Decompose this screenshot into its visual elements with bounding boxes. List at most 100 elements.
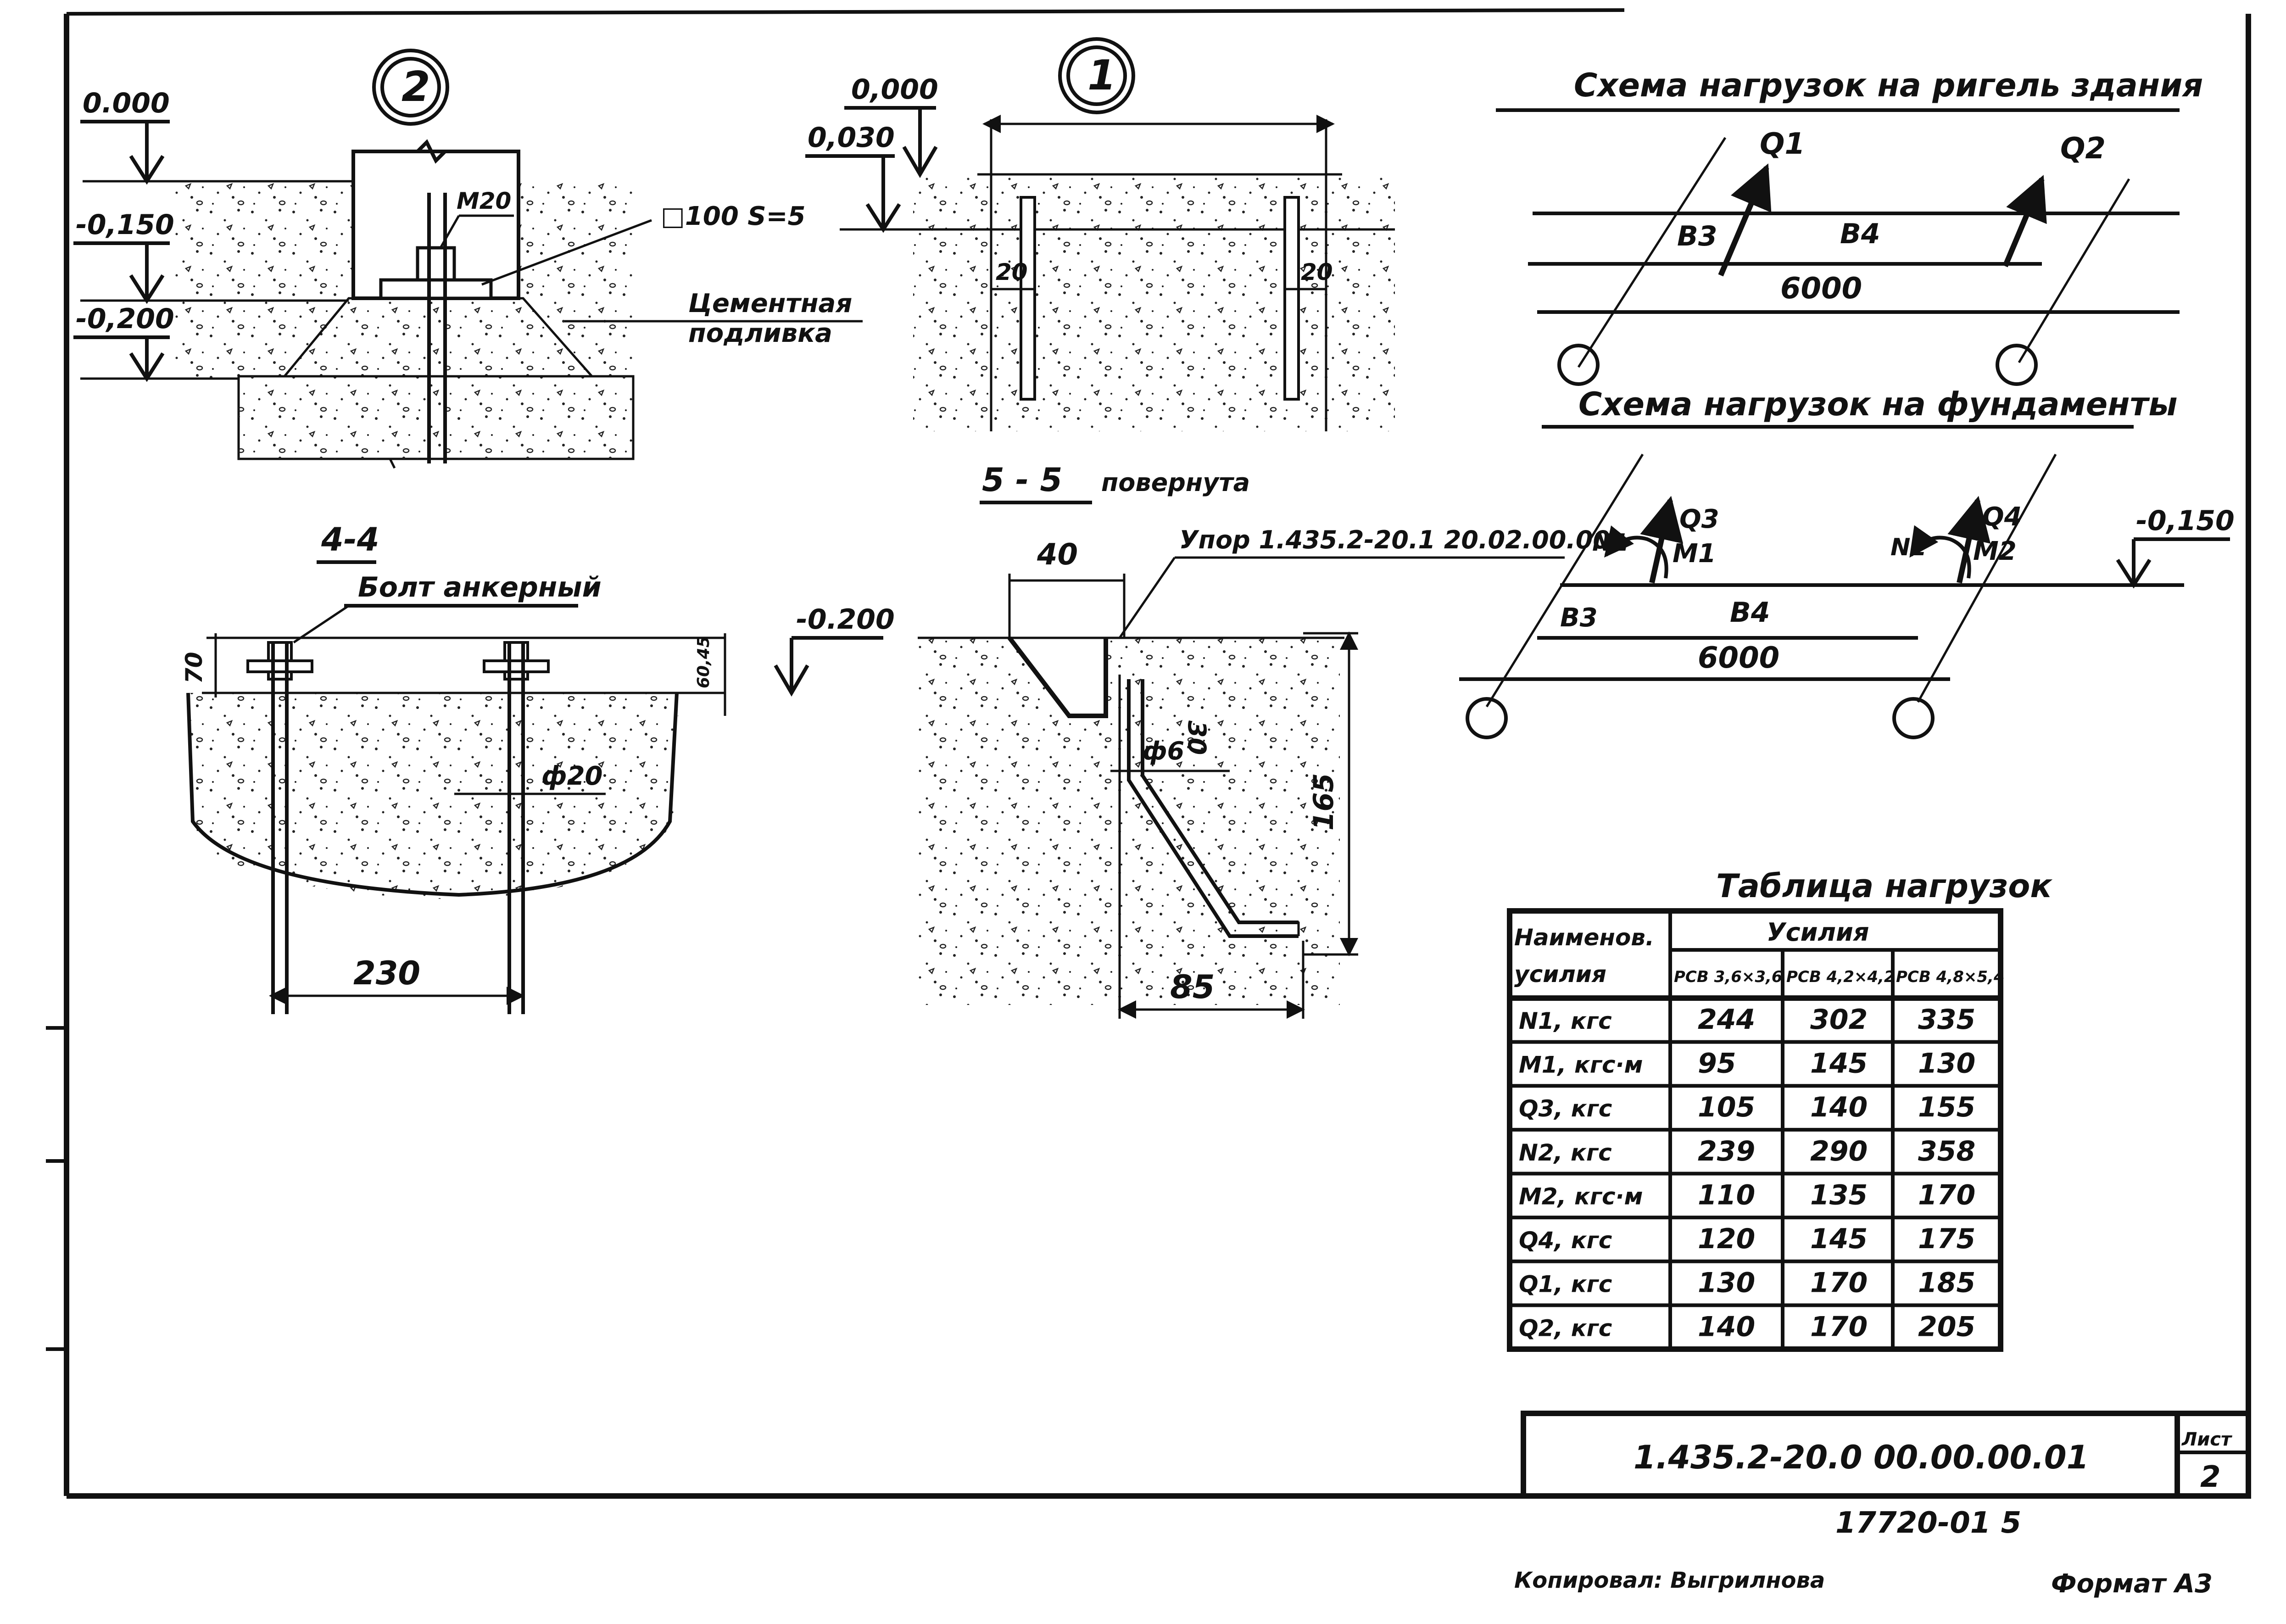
table-row-name: Q2, кгс [1519, 1315, 1612, 1341]
foundation-scheme-n1: N1 [1592, 529, 1629, 557]
section-4-4: 4-4 Болт анкерный 70 60,45 -0.200 ф20 [181, 521, 895, 1014]
section-5-5: 5 - 5 повернута Упор 1.435.2-20.1 20.02.… [918, 461, 1610, 1019]
table-cell: 185 [1918, 1267, 1975, 1299]
beam-scheme-span: 6000 [1780, 272, 1862, 306]
sheet-frame [46, 8, 2251, 1499]
table-row-name: M2, кгс·м [1519, 1183, 1643, 1210]
load-table-title: Таблица нагрузок [1716, 867, 2052, 905]
anchor-bolt-left [246, 641, 313, 1014]
table-cell: 155 [1918, 1091, 1975, 1123]
table-cell: 170 [1810, 1267, 1868, 1299]
detail-2-bolt-label: М20 [457, 188, 511, 214]
section-5-5-stop-ref: Упор 1.435.2-20.1 20.02.00.00 [1179, 525, 1610, 554]
section-5-5-dim-85: 85 [1170, 968, 1215, 1006]
detail-2-plate-label: □100 S=5 [661, 201, 806, 231]
detail-2-grout-label-2: подливка [688, 318, 832, 348]
table-header-col-1: РСВ 3,6×3,6 [1674, 968, 1783, 986]
section-4-4-diameter: ф20 [541, 761, 603, 791]
table-header-col-3: РСВ 4,8×5,4 [1896, 968, 2005, 986]
detail-1: 1 0,000 0,030 20 20 [805, 37, 1395, 431]
table-row-name: M1, кгс·м [1519, 1052, 1643, 1078]
table-header-name-1: Наименов. [1514, 924, 1654, 951]
foundation-scheme-n2: N2 [1890, 534, 1927, 561]
table-row-name: N1, кгс [1519, 1008, 1612, 1034]
table-header-group: Усилия [1767, 918, 1869, 947]
section-4-4-dim-60-45: 60,45 [694, 636, 713, 688]
table-cell: 239 [1698, 1135, 1755, 1167]
title-block-sheet-number: 2 [2200, 1460, 2221, 1494]
table-cell: 302 [1810, 1004, 1868, 1036]
table-cell: 170 [1810, 1311, 1868, 1343]
beam-scheme-q1: Q1 [1760, 127, 1805, 161]
beam-scheme-title: Схема нагрузок на ригель здания [1574, 67, 2203, 104]
table-cell: 244 [1698, 1004, 1755, 1036]
title-block: 1.435.2-20.0 00.00.00.01 Лист 2 [1521, 1411, 2251, 1499]
table-cell: 170 [1918, 1179, 1975, 1211]
detail-1-callout: 1 [1087, 51, 1116, 100]
beam-scheme-b3: B3 [1677, 220, 1717, 252]
table-cell: 335 [1918, 1004, 1975, 1036]
table-cell: 290 [1810, 1135, 1868, 1167]
title-block-sheet-label: Лист [2181, 1429, 2233, 1450]
foundation-scheme-q3: Q3 [1679, 504, 1719, 534]
table-cell: 145 [1810, 1223, 1868, 1255]
detail-1-level-030: 0,030 [808, 122, 895, 154]
table-cell: 130 [1918, 1048, 1975, 1080]
detail-2-callout: 2 [401, 63, 430, 111]
table-cell: 95 [1698, 1048, 1736, 1080]
beam-load-scheme: Схема нагрузок на ригель здания Q1 Q2 B3… [1496, 67, 2203, 386]
section-5-5-dim-165: 165 [1308, 773, 1340, 831]
section-4-4-dim-70: 70 [181, 652, 207, 684]
table-cell: 120 [1698, 1223, 1755, 1255]
table-header-name-2: усилия [1514, 961, 1606, 988]
table-header-col-2: РСВ 4,2×4,2 [1786, 968, 1895, 986]
table-cell: 135 [1810, 1179, 1868, 1211]
foundation-scheme-title: Схема нагрузок на фундаменты [1578, 385, 2178, 423]
foundation-scheme-span: 6000 [1698, 641, 1779, 675]
table-cell: 205 [1918, 1311, 1975, 1343]
section-4-4-bolt-label: Болт анкерный [358, 571, 602, 603]
footer-copied-by: Копировал: Выгрилнова [1514, 1568, 1825, 1593]
section-5-5-rotated: повернута [1101, 468, 1250, 497]
detail-2-level-000: 0.000 [83, 87, 170, 119]
foundation-scheme-b4: B4 [1730, 597, 1770, 629]
title-block-code: 1.435.2-20.0 00.00.00.01 [1634, 1439, 2089, 1476]
section-5-5-dim-30: 30 [1182, 720, 1211, 755]
anchor-bolt-right [483, 641, 550, 1014]
footer-inventory: 17720-01 5 [1835, 1506, 2021, 1540]
detail-1-level-000: 0,000 [851, 73, 938, 106]
table-cell: 140 [1698, 1311, 1755, 1343]
detail-2-level-150: -0,150 [76, 209, 174, 241]
section-4-4-dim-230: 230 [353, 954, 420, 992]
section-5-5-dim-40: 40 [1037, 538, 1078, 572]
section-5-5-title: 5 - 5 [982, 461, 1062, 499]
table-row-name: N2, кгс [1519, 1139, 1612, 1166]
table-cell: 175 [1918, 1223, 1975, 1255]
footer-format: Формат А3 [2051, 1569, 2213, 1599]
section-4-4-title: 4-4 [321, 521, 379, 558]
detail-2-level-200: -0,200 [76, 303, 174, 335]
detail-2-grout-label-1: Цементная [688, 289, 852, 318]
section-4-4-level: -0.200 [796, 603, 895, 636]
table-cell: 358 [1918, 1135, 1975, 1167]
foundation-load-scheme: Схема нагрузок на фундаменты N1 Q3 M1 N2… [1459, 385, 2235, 739]
table-row-name: Q1, кгс [1519, 1271, 1612, 1298]
detail-1-dim-left: 20 [996, 259, 1028, 285]
foundation-scheme-level: -0,150 [2136, 505, 2235, 537]
beam-scheme-b4: B4 [1840, 218, 1880, 250]
detail-2: 2 0.000 -0,150 -0,200 М20 □100 S=5 [73, 49, 863, 469]
foundation-scheme-m2: M2 [1973, 536, 2017, 566]
foundation-scheme-m1: M1 [1673, 539, 1716, 569]
footer: 17720-01 5 Копировал: Выгрилнова Формат … [1514, 1506, 2213, 1599]
foundation-scheme-q4: Q4 [1982, 502, 2022, 532]
table-cell: 145 [1810, 1048, 1868, 1080]
foundation-scheme-b3: B3 [1560, 603, 1598, 633]
table-cell: 130 [1698, 1267, 1755, 1299]
beam-scheme-q2: Q2 [2060, 132, 2106, 166]
table-cell: 140 [1810, 1091, 1868, 1123]
detail-1-dim-right: 20 [1301, 259, 1333, 285]
table-row-name: Q3, кгс [1519, 1095, 1612, 1122]
table-cell: 105 [1698, 1091, 1755, 1123]
table-cell: 110 [1698, 1179, 1755, 1211]
